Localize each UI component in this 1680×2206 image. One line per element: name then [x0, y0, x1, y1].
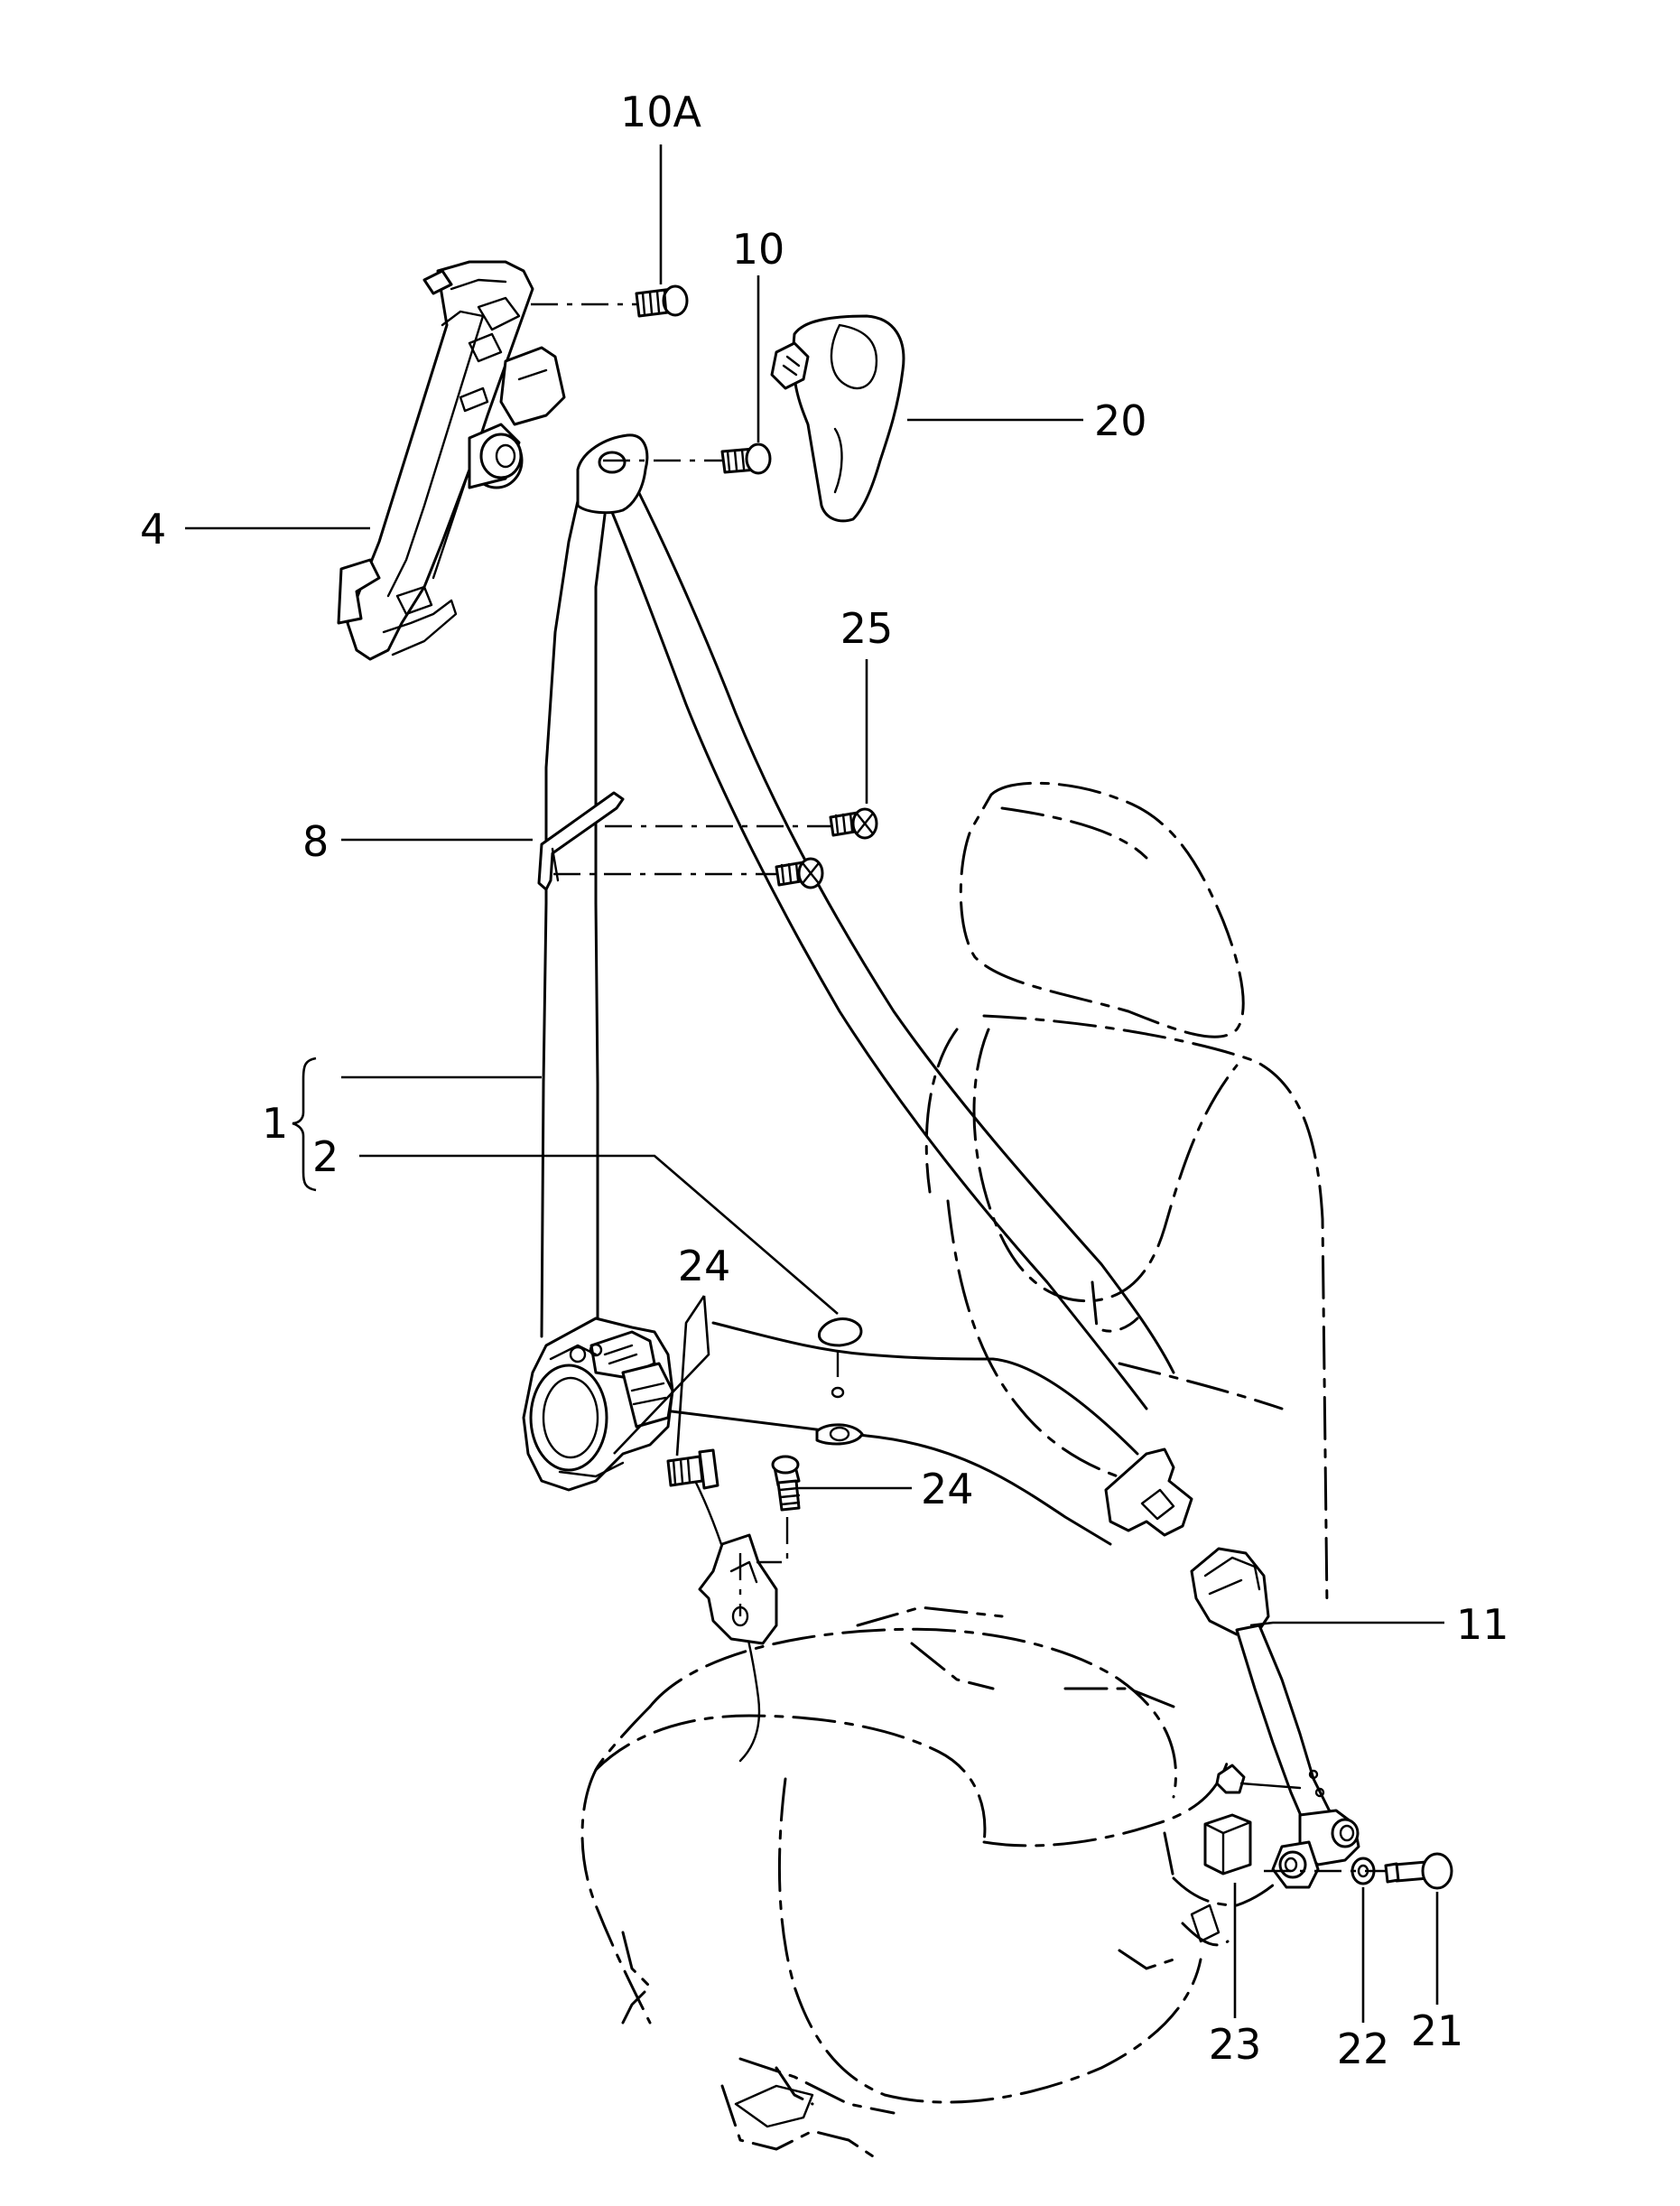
belt-upper-anchor	[576, 433, 649, 515]
belt-webbing	[540, 486, 1175, 1763]
bolt-24-upper	[666, 1448, 719, 1490]
callout-8: 8	[302, 817, 329, 866]
callout-2: 2	[312, 1132, 339, 1181]
seat-phantom-outline	[580, 781, 1329, 2160]
spacer-23	[1203, 1813, 1252, 1876]
callout-24-upper: 24	[678, 1242, 731, 1290]
callout-1: 1	[262, 1099, 288, 1148]
screws-25	[775, 807, 878, 889]
belt-retractor	[522, 1317, 674, 1492]
belt-latch-tongue	[1104, 1447, 1193, 1537]
bolt-21	[1384, 1852, 1453, 1890]
bolt-10a	[635, 284, 689, 318]
cover-cap-2	[815, 1317, 864, 1446]
callout-21: 21	[1411, 2006, 1464, 2055]
callout-11: 11	[1456, 1600, 1509, 1649]
bolt-10	[720, 442, 772, 475]
callout-22: 22	[1337, 2024, 1390, 2073]
callout-4: 4	[140, 505, 166, 554]
callout-10a: 10A	[620, 88, 702, 136]
center-lines	[531, 303, 1386, 1873]
callout-leaders	[185, 144, 1444, 2023]
height-adjuster-rail	[337, 260, 566, 661]
callout-20: 20	[1094, 396, 1147, 445]
cover-cap	[770, 314, 905, 523]
callout-23: 23	[1209, 2020, 1262, 2069]
callout-25: 25	[840, 604, 894, 653]
callout-labels: 10A 10 20 4 25 8 1 2 24 24 11 23 22 21	[140, 88, 1509, 2073]
callout-24-lower: 24	[921, 1465, 974, 1513]
lower-anchor-bracket	[698, 1533, 778, 1645]
bolt-24-lower	[771, 1455, 801, 1512]
callout-10: 10	[732, 225, 785, 274]
seat-belt-buckle	[1190, 1547, 1360, 1889]
